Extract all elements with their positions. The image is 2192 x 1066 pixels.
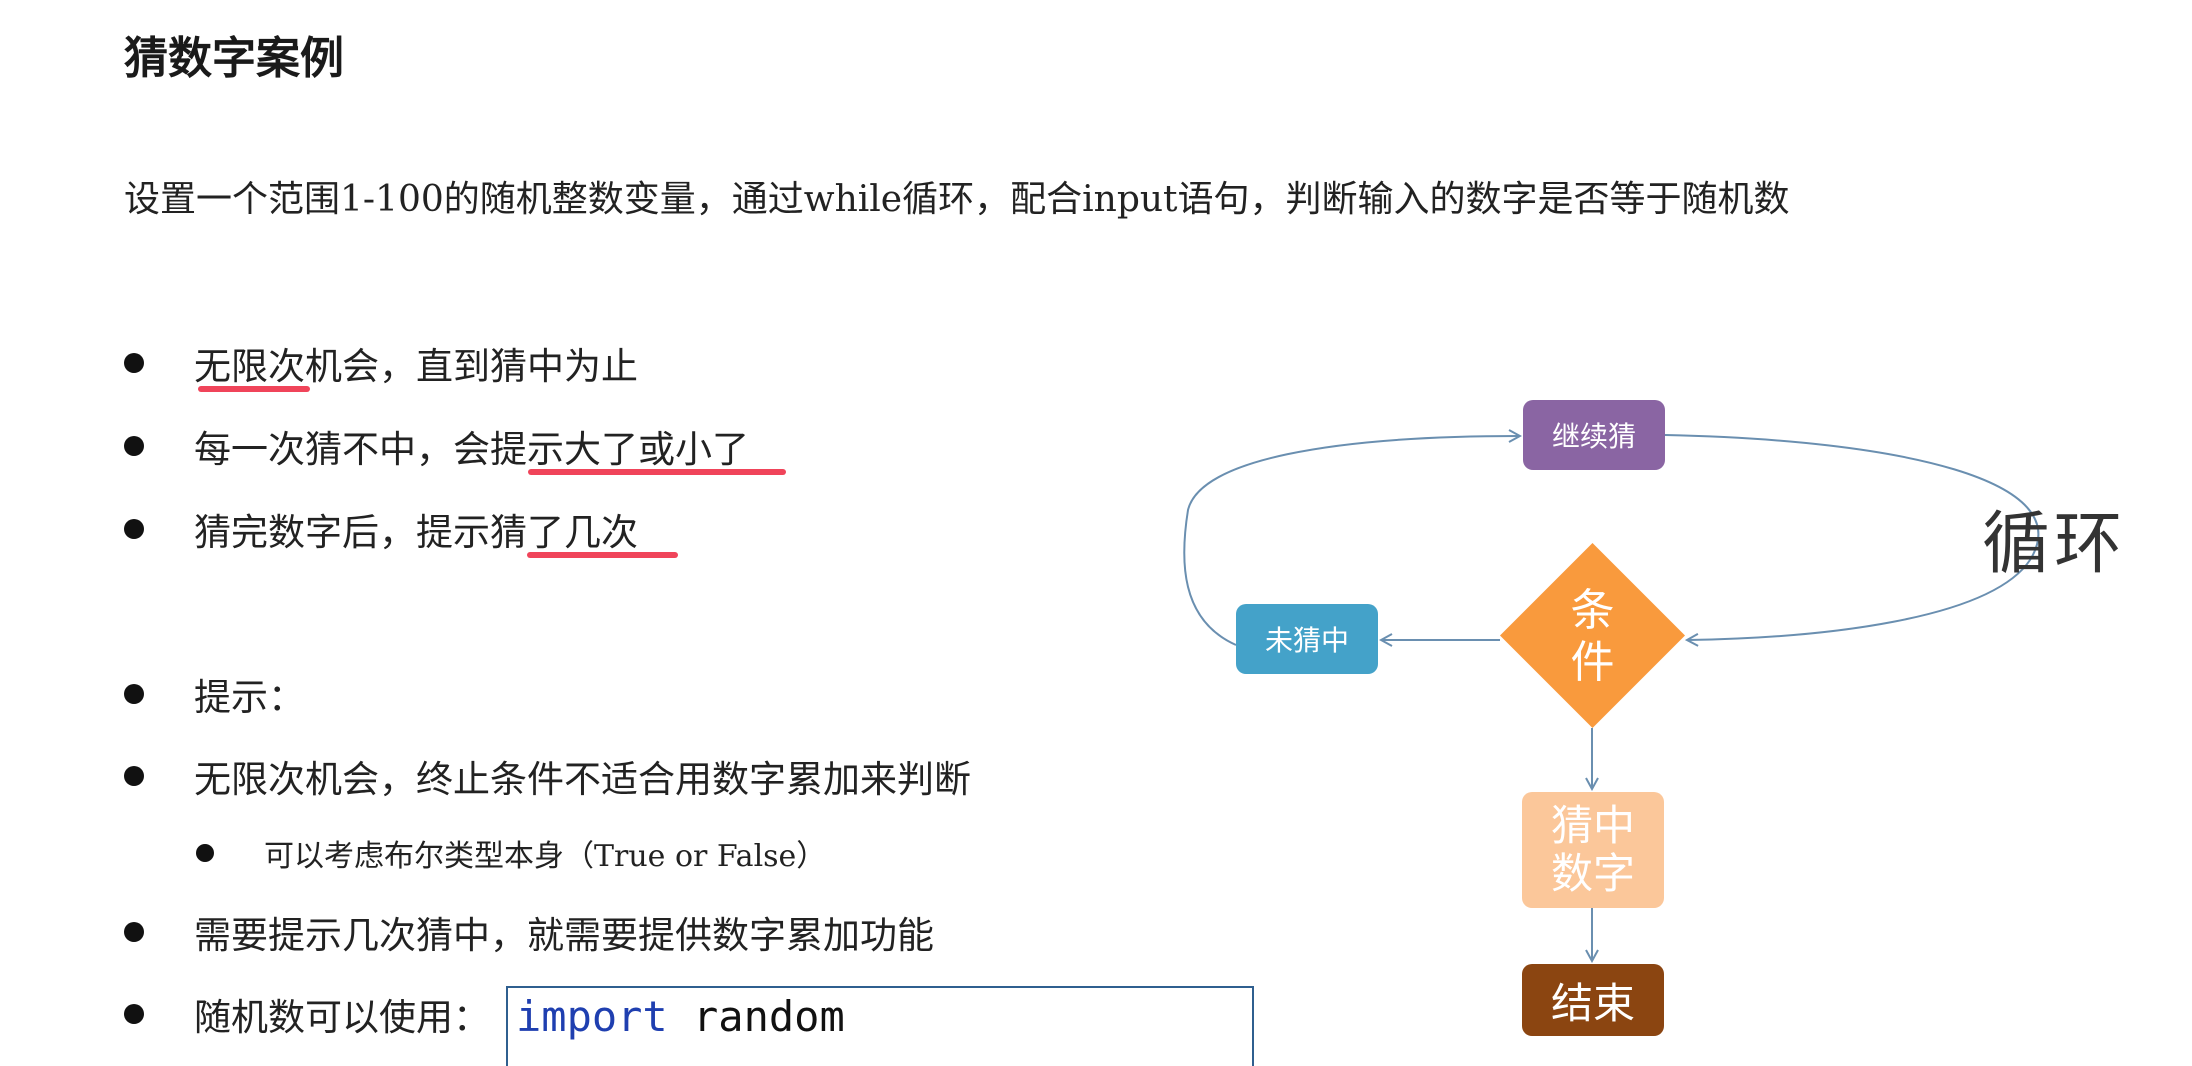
code-snippet: import random bbox=[506, 986, 1254, 1066]
bullet-dot-icon bbox=[196, 844, 214, 862]
loop-arc-right bbox=[1664, 434, 2040, 640]
bullet-text: 每一次猜不中，会提示大了或小了 bbox=[194, 428, 749, 471]
bullet-dot-icon bbox=[124, 684, 144, 704]
bullet-text: 可以考虑布尔类型本身（True or False） bbox=[264, 839, 827, 874]
emphasis-underline bbox=[198, 386, 310, 392]
node-condition-label: 条 件 bbox=[1540, 582, 1645, 692]
sub-bullet-item: 可以考虑布尔类型本身（True or False） bbox=[196, 823, 826, 883]
condition-line-1: 条 bbox=[1570, 585, 1615, 637]
code-module: random bbox=[693, 992, 845, 1041]
bullet-text: 无限次机会，直到猜中为止 bbox=[194, 345, 638, 388]
node-end: 结束 bbox=[1522, 964, 1664, 1036]
hit-line-2: 数字 bbox=[1550, 849, 1635, 898]
bullet-dot-icon bbox=[124, 519, 144, 539]
code-keyword: import bbox=[516, 992, 668, 1041]
node-continue: 继续猜 bbox=[1523, 400, 1665, 470]
condition-line-2: 件 bbox=[1570, 637, 1615, 688]
bullet-text: 需要提示几次猜中，就需要提供数字累加功能 bbox=[194, 914, 934, 957]
bullet-dot-icon bbox=[124, 766, 144, 786]
emphasis-underline bbox=[528, 469, 786, 475]
bullet-text: 随机数可以使用： bbox=[194, 996, 490, 1039]
bullet-item: 无限次机会，终止条件不适合用数字累加来判断 bbox=[124, 746, 971, 806]
bullet-text: 猜完数字后，提示猜了几次 bbox=[194, 511, 638, 554]
bullet-item: 需要提示几次猜中，就需要提供数字累加功能 bbox=[124, 902, 934, 962]
bullet-dot-icon bbox=[124, 922, 144, 942]
bullet-item: 无限次机会，直到猜中为止 bbox=[124, 333, 638, 393]
node-miss: 未猜中 bbox=[1236, 604, 1378, 674]
page-title: 猜数字案例 bbox=[124, 33, 344, 84]
bullet-item: 猜完数字后，提示猜了几次 bbox=[124, 499, 638, 559]
bullet-text: 提示： bbox=[194, 676, 305, 719]
bullet-dot-icon bbox=[124, 353, 144, 373]
loop-arc-left bbox=[1183, 436, 1519, 646]
bullet-item: 每一次猜不中，会提示大了或小了 bbox=[124, 416, 749, 476]
bullet-dot-icon bbox=[124, 436, 144, 456]
loop-label: 循环 bbox=[1982, 505, 2127, 584]
bullet-dot-icon bbox=[124, 1004, 144, 1024]
hit-line-1: 猜中 bbox=[1550, 800, 1635, 850]
bullet-item: 提示： bbox=[124, 664, 305, 724]
emphasis-underline bbox=[527, 552, 678, 558]
case-description: 设置一个范围1-100的随机整数变量，通过while循环，配合input语句，判… bbox=[124, 179, 1790, 220]
bullet-item: 随机数可以使用： bbox=[124, 984, 490, 1044]
node-hit: 猜中 数字 bbox=[1522, 792, 1664, 908]
bullet-text: 无限次机会，终止条件不适合用数字累加来判断 bbox=[194, 758, 971, 801]
